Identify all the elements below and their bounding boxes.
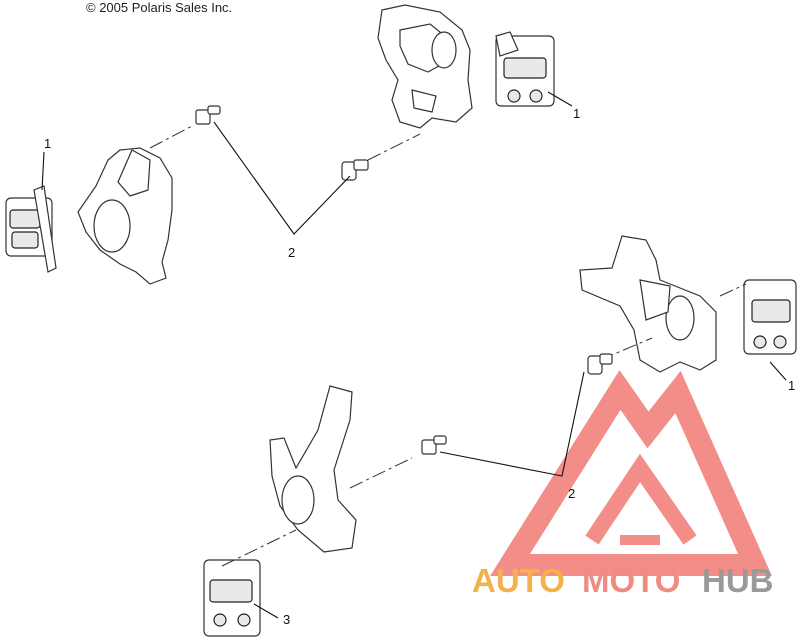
bolt-lower-a — [421, 435, 447, 455]
callout-caliper-bottom: 3 — [283, 612, 290, 627]
steering-knuckle-bottom — [269, 385, 357, 553]
watermark-wordmark: AUTO MOTO HUB — [472, 562, 774, 599]
brake-caliper-top-right — [495, 31, 555, 107]
watermark-text-hub: HUB — [702, 562, 774, 599]
callout-caliper-mid-right: 1 — [788, 378, 795, 393]
watermark-text-moto: MOTO — [582, 562, 680, 599]
steering-knuckle-mid-right — [579, 235, 717, 373]
watermark-text-auto: AUTO — [472, 562, 565, 599]
bolt-upper-b — [341, 159, 369, 181]
bolt-upper-a — [195, 105, 221, 125]
watermark-logo-mark — [490, 370, 772, 576]
callout-caliper-top-right: 1 — [573, 106, 580, 121]
brake-caliper-mid-right — [743, 279, 797, 355]
brake-caliper-left — [5, 185, 57, 273]
brake-caliper-bottom — [203, 559, 261, 637]
callout-caliper-left: 1 — [44, 136, 51, 151]
steering-knuckle-left — [77, 147, 173, 285]
callout-bolt-upper: 2 — [288, 245, 295, 260]
callout-bolt-lower: 2 — [568, 486, 575, 501]
steering-knuckle-top — [377, 4, 473, 129]
bolt-lower-b — [587, 353, 613, 375]
copyright-notice: © 2005 Polaris Sales Inc. — [86, 0, 233, 15]
